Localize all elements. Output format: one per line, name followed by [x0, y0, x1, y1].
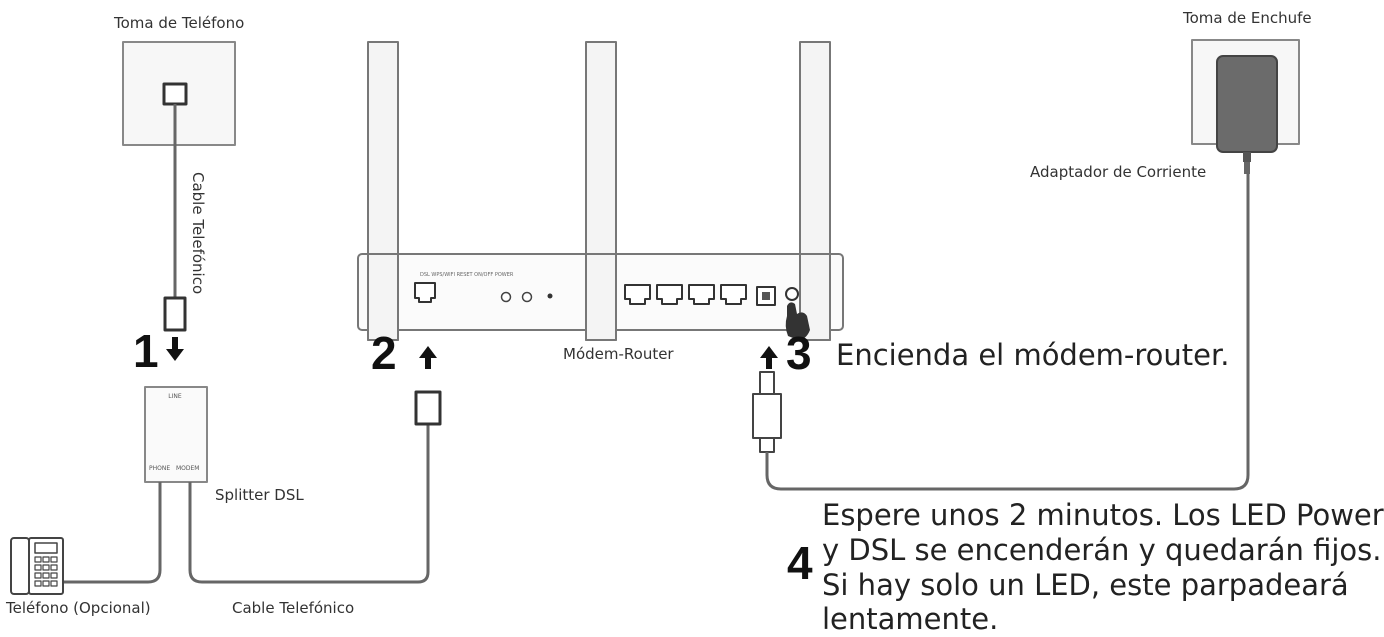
router-buttons [500, 291, 533, 303]
step-1-number: 1 [133, 325, 159, 377]
modem-router [357, 253, 844, 341]
telephone-icon [10, 537, 64, 595]
dsl-cable-plug [414, 390, 442, 426]
phone-wall-jack [122, 41, 236, 146]
modem-router-label: Módem-Router [563, 345, 674, 363]
step-3-text: Encienda el módem-router. [836, 338, 1230, 372]
step-3-number: 3 [786, 327, 812, 379]
phone-cable-label: Cable Telefónico [189, 172, 207, 295]
splitter-port-label: MODEM [176, 465, 200, 472]
power-outlet-label: Toma de Enchufe [1183, 9, 1312, 27]
splitter-port-label: LINE [168, 393, 182, 400]
power-cable [765, 172, 1250, 491]
router-port-labels: DSL WPS/WIFI RESET ON/OFF POWER [420, 272, 514, 278]
step-4-line: Espere unos 2 minutos. Los LED Power [822, 498, 1384, 532]
router-led [547, 293, 553, 299]
cable-to-modem [188, 424, 430, 584]
phone-jack-label: Toma de Teléfono [114, 14, 245, 32]
step-4-text: Espere unos 2 minutos. Los LED Power y D… [822, 498, 1384, 636]
step-4-line: lentamente. [822, 602, 999, 637]
hand-pointer-icon [785, 302, 810, 340]
router-dsl-port [414, 282, 436, 303]
splitter-port-label: PHONE [149, 465, 170, 472]
arrow-up-icon [419, 346, 437, 369]
power-plug [752, 371, 782, 453]
router-power-port [756, 286, 776, 306]
router-ethernet-ports [624, 284, 747, 305]
power-button [785, 287, 799, 301]
phone-cable-bottom-label: Cable Telefónico [232, 599, 355, 617]
dsl-splitter [144, 386, 208, 483]
power-adapter [1216, 55, 1278, 174]
cable-to-telephone [62, 482, 162, 584]
step-2-number: 2 [371, 327, 397, 379]
telephone-label: Teléfono (Opcional) [6, 599, 151, 617]
step-4-number: 4 [787, 537, 813, 589]
step-4-line: y DSL se encenderán y quedarán fijos. [822, 532, 1382, 567]
splitter-label: Splitter DSL [215, 486, 304, 504]
arrow-down-icon [166, 337, 184, 361]
phone-cable-to-splitter [163, 104, 187, 332]
connection-diagram: LINE PHONE MODEM [10, 39, 1300, 595]
arrow-up-icon [760, 346, 778, 369]
step-4-line: Si hay solo un LED, este parpadeará [822, 567, 1349, 602]
power-adapter-label: Adaptador de Corriente [1030, 163, 1207, 181]
